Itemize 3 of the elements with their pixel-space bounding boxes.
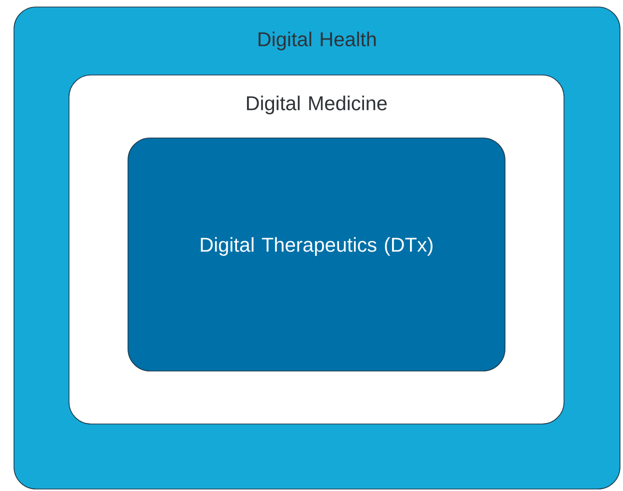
region-label: Digital Health	[258, 32, 376, 50]
region-label: Digital Medicine	[247, 96, 387, 114]
region-label: Digital Therapeutics (DTx)	[200, 237, 432, 256]
